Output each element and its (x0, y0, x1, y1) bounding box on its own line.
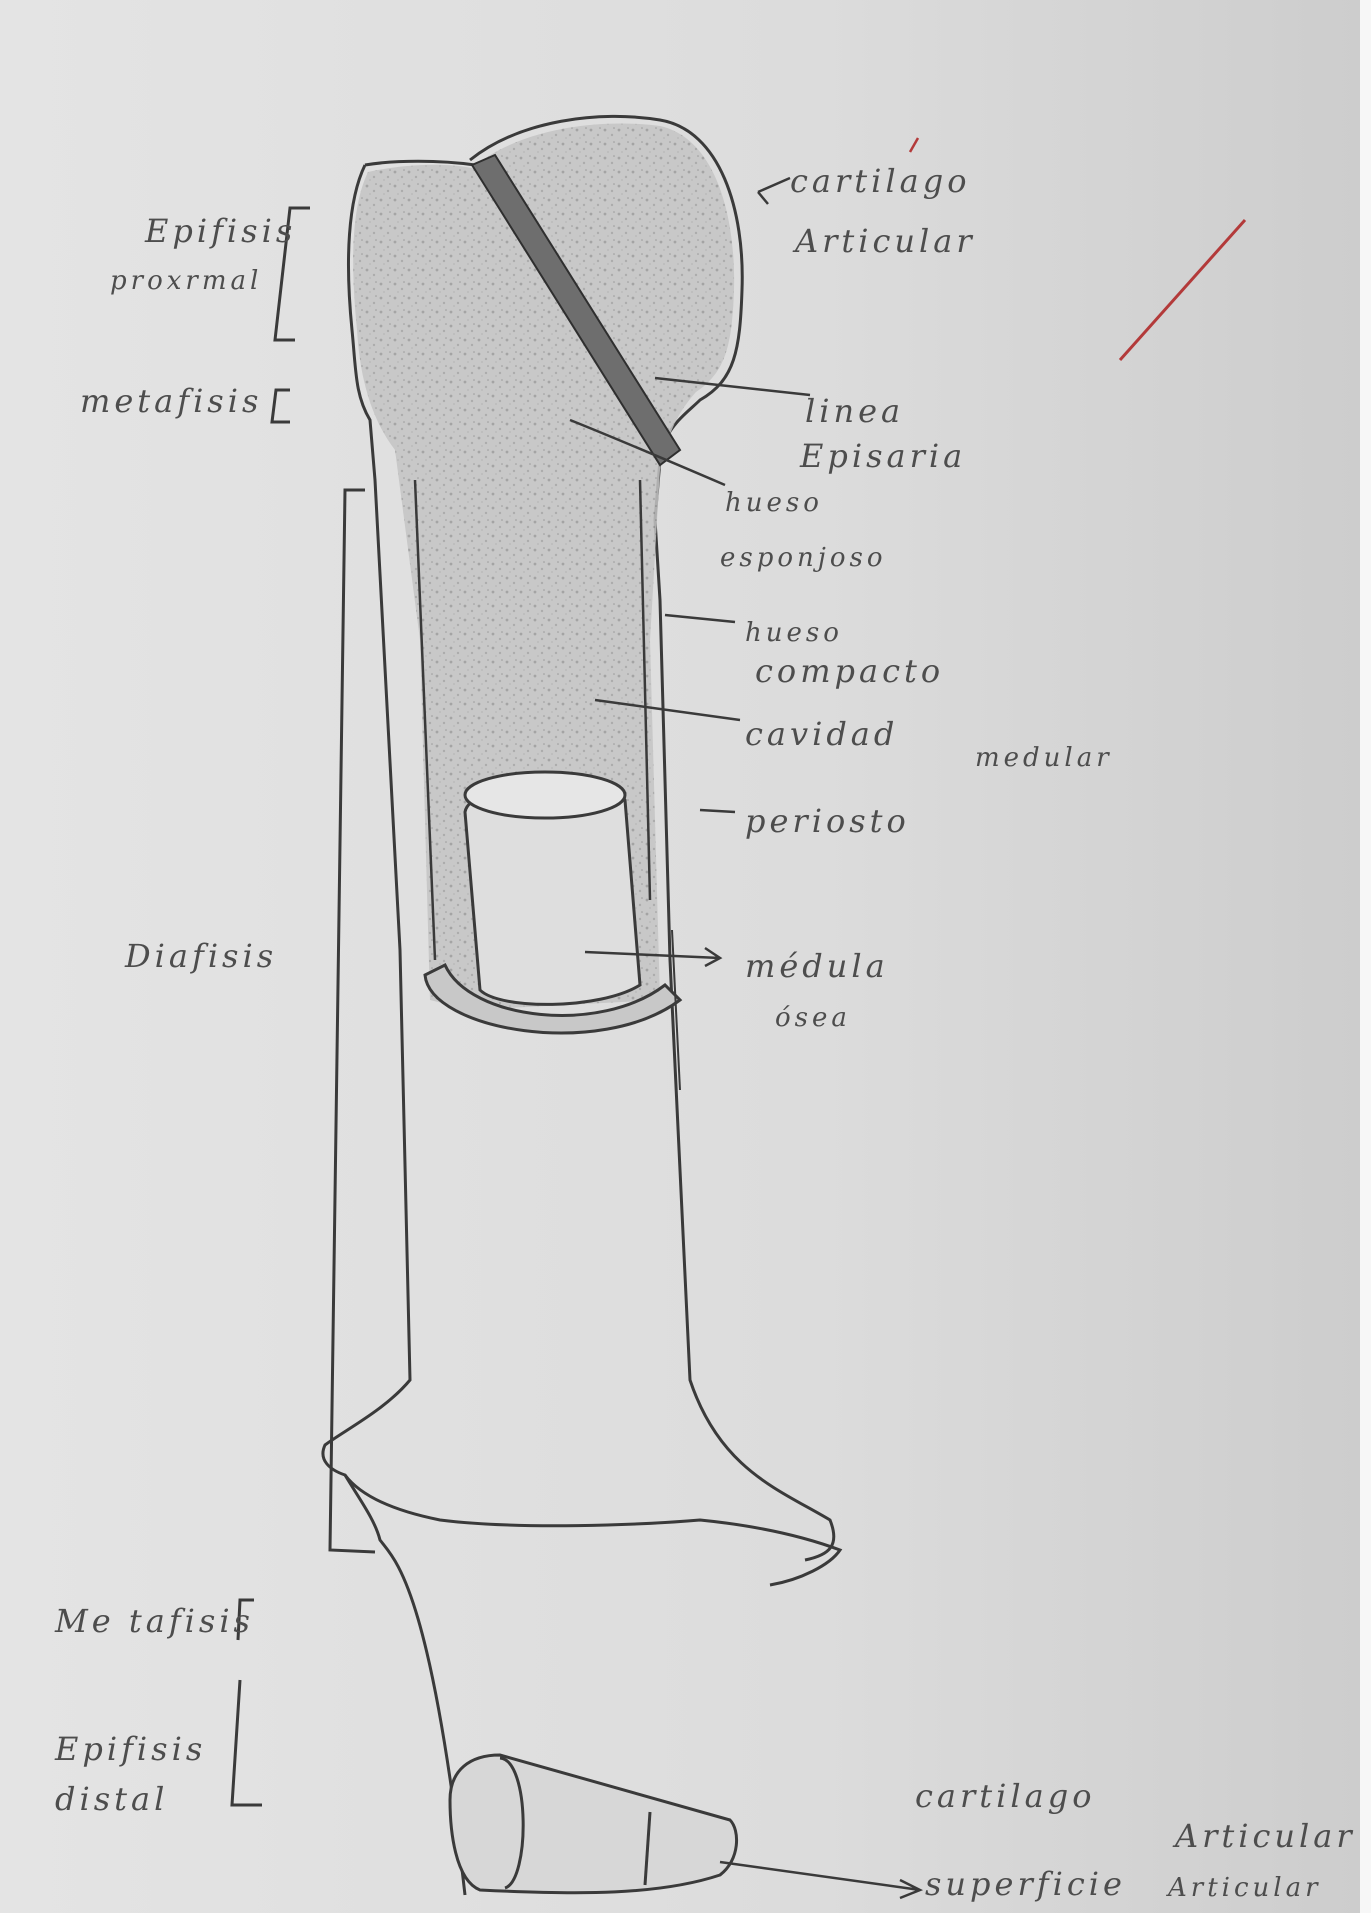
distal-condyle (345, 1475, 840, 1585)
arrow-periosto (700, 810, 735, 812)
label-linea-1: linea (805, 395, 904, 427)
arrow-cartilago (758, 178, 790, 204)
red-mark-top (910, 138, 918, 152)
label-superficie-1: superficie (925, 1868, 1126, 1900)
label-metafisis-bottom: Me tafisis (55, 1605, 254, 1637)
label-diafisis: Diafisis (125, 940, 277, 972)
arrow-superficie (720, 1862, 920, 1898)
label-epifisis-distal-2: distal (55, 1783, 168, 1815)
label-medula-2: ósea (775, 1005, 851, 1031)
label-cavidad: cavidad (745, 718, 898, 750)
bracket-epifisis-distal (232, 1680, 262, 1805)
label-cartilago-2: Articular (795, 225, 976, 257)
arrow-compacto (665, 615, 735, 622)
label-hueso-compacto-2: compacto (755, 655, 944, 687)
label-cartilago-1: cartilago (790, 165, 970, 197)
label-hueso-esponjoso-2: esponjoso (720, 545, 886, 571)
label-epifisis-proximal-1: Epifisis (145, 215, 296, 247)
label-periosto: periosto (745, 805, 910, 837)
red-mark-right (1120, 220, 1245, 360)
medullary-cavity-top (465, 772, 625, 818)
articular-surface (450, 1755, 737, 1893)
bracket-metafisis-top (272, 390, 290, 422)
label-hueso-compacto-1: hueso (745, 620, 843, 646)
label-superficie-2: Articular (1168, 1875, 1322, 1901)
bracket-diafisis (330, 490, 375, 1552)
label-linea-2: Episaria (800, 440, 966, 472)
label-epifisis-distal-1: Epifisis (55, 1733, 206, 1765)
label-cartilago-bottom-1: cartilago (915, 1780, 1095, 1812)
label-cartilago-bottom-2: Articular (1175, 1820, 1356, 1852)
label-metafisis-top: metafisis (80, 385, 262, 417)
label-epifisis-proximal-2: proxrmal (110, 268, 262, 294)
label-medula-1: médula (745, 950, 889, 982)
label-medular: medular (975, 745, 1113, 771)
label-hueso-esponjoso-1: hueso (725, 490, 823, 516)
